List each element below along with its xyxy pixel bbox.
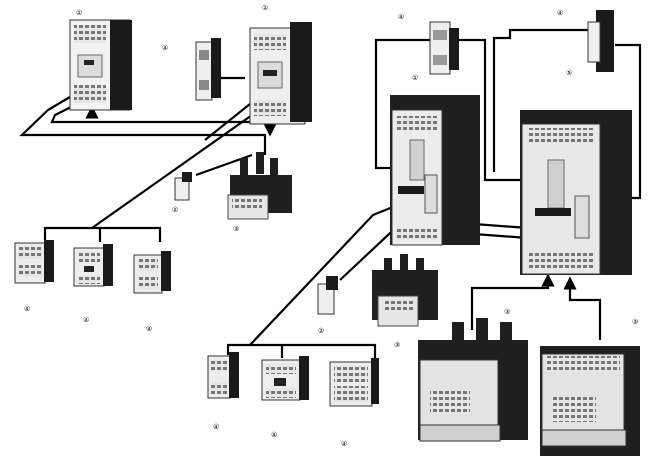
side-aux-contact-small [196,38,221,100]
suppressor-module-small [175,172,192,200]
overload-relay-large-1 [418,318,528,441]
front-aux-contact-3 [134,251,171,293]
callout-aux-front-6: ④ [341,440,347,448]
suppressor-module-large [318,276,338,314]
front-aux-contact-1 [15,240,54,283]
overload-relay-large-2 [540,346,640,456]
overload-relay-medium [372,254,438,326]
front-aux-contact-5 [262,356,309,400]
small-contactor-right [250,22,312,124]
callout-aux-front-4: ④ [213,423,219,431]
small-contactor-left [70,20,132,110]
callout-aux-front-2: ④ [83,316,89,324]
overload-relay-small [228,152,292,219]
callout-aux-side-large-1: ④ [398,13,404,21]
callout-aux-side-small: ④ [162,44,168,52]
front-aux-contact-4 [208,352,239,398]
callout-suppressor-large: ② [318,327,324,335]
callout-aux-front-3: ④ [146,325,152,333]
callout-relay-large-1: ③ [504,308,510,316]
callout-contactor-large: ⑤ [566,69,572,77]
callout-aux-front-1: ④ [24,305,30,313]
side-aux-contact-large-2 [588,10,614,72]
callout-relay-medium: ③ [394,341,400,349]
large-contactor [520,110,632,275]
callout-contactor-right: ① [262,4,268,12]
callout-relay-large-2: ③ [632,318,638,326]
medium-contactor [390,95,480,245]
front-aux-contact-2 [74,244,113,286]
callout-aux-side-large-2: ④ [557,9,563,17]
callout-relay-small: ③ [233,225,239,233]
front-aux-contact-6 [330,358,379,406]
callout-contactor-medium: ① [412,74,418,82]
callout-suppressor-small: ② [172,206,178,214]
callout-contactor-left: ① [76,9,82,17]
side-aux-contact-large-1 [430,22,459,74]
callout-aux-front-5: ④ [271,431,277,439]
